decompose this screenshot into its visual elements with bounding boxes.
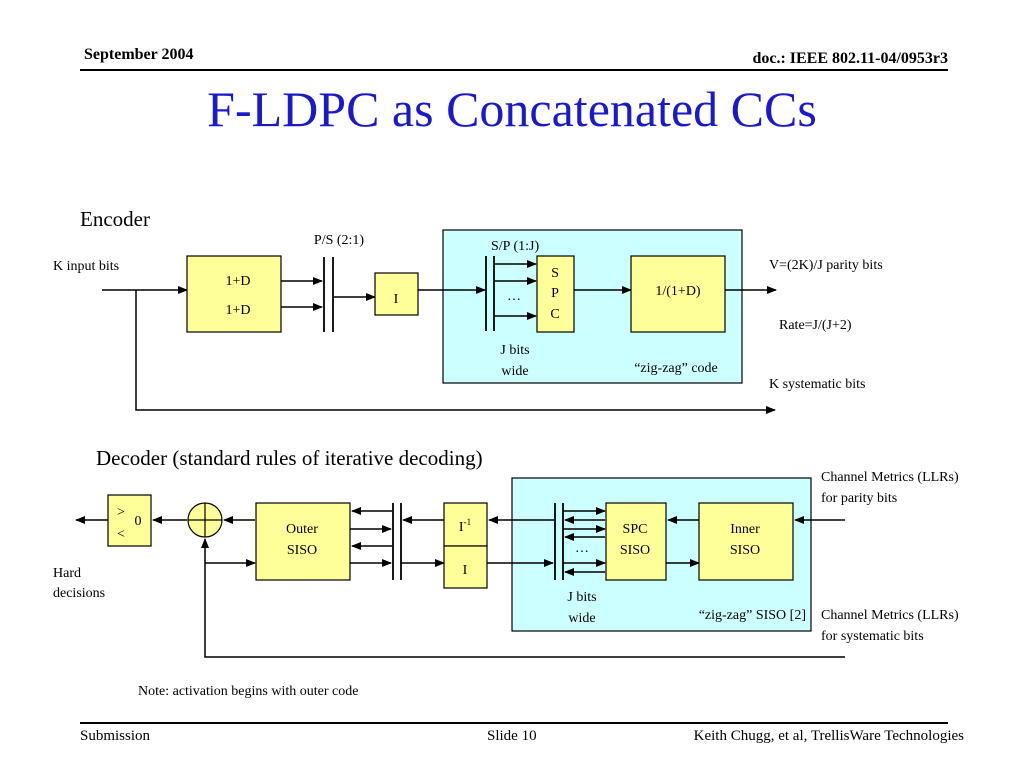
dec-interleaver-label: I xyxy=(463,563,468,578)
one-plus-d-top: 1+D xyxy=(225,274,250,289)
spc-siso-line2: SISO xyxy=(620,543,650,558)
ps-label: P/S (2:1) xyxy=(314,233,365,248)
enc-jbits-line1: J bits xyxy=(500,343,529,358)
footer-submission: Submission xyxy=(80,728,151,744)
spc-letter-p: P xyxy=(551,286,559,301)
accumulator-label: 1/(1+D) xyxy=(655,284,701,299)
sp-label: S/P (1:J) xyxy=(491,239,539,254)
deinterleaver-block xyxy=(443,502,488,547)
slicer-zero: 0 xyxy=(135,514,142,529)
systematic-metrics-line2: for systematic bits xyxy=(821,629,924,644)
slicer-gt: > xyxy=(117,505,125,520)
dec-sp-ellipsis: … xyxy=(575,541,589,556)
outer-line1: Outer xyxy=(286,522,318,537)
outer-line2: SISO xyxy=(287,543,317,558)
enc-jbits-line2: wide xyxy=(501,364,528,379)
systematic-label: K systematic bits xyxy=(769,377,865,392)
footer-rule xyxy=(80,722,948,724)
enc-zigzag-label: “zig-zag” code xyxy=(634,361,718,376)
parity-label: V=(2K)/J parity bits xyxy=(769,258,883,273)
sp-ellipsis: … xyxy=(507,289,521,304)
spc-letter-c: C xyxy=(550,307,559,322)
interleaver-label: I xyxy=(394,292,399,307)
inner-line1: Inner xyxy=(730,522,760,537)
slide-title: F-LDPC as Concatenated CCs xyxy=(207,81,817,137)
header-doc-id: doc.: IEEE 802.11-04/0953r3 xyxy=(752,50,948,67)
spc-block xyxy=(536,255,575,333)
deinterleaver-sup: -1 xyxy=(464,517,472,527)
interleaver-block xyxy=(374,272,419,316)
spc-siso-line1: SPC xyxy=(623,522,648,537)
systematic-metrics-feed xyxy=(201,538,845,658)
k-input-label: K input bits xyxy=(53,259,119,274)
hard-line2: decisions xyxy=(53,586,105,601)
dec-jbits-line1: J bits xyxy=(567,590,596,605)
hard-line1: Hard xyxy=(53,566,81,581)
dec-interleaver-block xyxy=(443,545,488,589)
parity-metrics-line2: for parity bits xyxy=(821,491,897,506)
footer-slide-number: Slide 10 xyxy=(487,728,537,744)
systematic-metrics-line1: Channel Metrics (LLRs) xyxy=(821,608,959,623)
slicer-lt: < xyxy=(117,527,125,542)
systematic-bits-arrow xyxy=(135,290,776,414)
deinterleaver-base: I xyxy=(459,520,464,535)
header-date: September 2004 xyxy=(84,46,194,63)
deinterleaver-label: I-1 xyxy=(459,517,471,535)
spc-siso-block xyxy=(605,502,667,581)
inner-line2: SISO xyxy=(730,543,760,558)
dec-jbits-line2: wide xyxy=(568,611,595,626)
outer-siso-block xyxy=(255,502,351,581)
accumulator-block xyxy=(630,255,726,333)
inner-siso-block xyxy=(698,502,794,581)
one-plus-d-bottom: 1+D xyxy=(225,303,250,318)
decoder-label: Decoder (standard rules of iterative dec… xyxy=(96,446,483,470)
rate-label: Rate=J/(J+2) xyxy=(779,318,852,333)
parity-metrics-line1: Channel Metrics (LLRs) xyxy=(821,470,959,485)
activation-note: Note: activation begins with outer code xyxy=(138,684,358,699)
dec-zigzag-label: “zig-zag” SISO [2] xyxy=(699,608,806,623)
spc-letter-s: S xyxy=(551,266,559,281)
one-plus-d-block xyxy=(186,255,282,333)
footer-authors: Keith Chugg, et al, TrellisWare Technolo… xyxy=(693,728,964,744)
encoder-label: Encoder xyxy=(80,207,150,231)
slicer-block xyxy=(107,494,152,547)
header-rule xyxy=(80,69,948,71)
